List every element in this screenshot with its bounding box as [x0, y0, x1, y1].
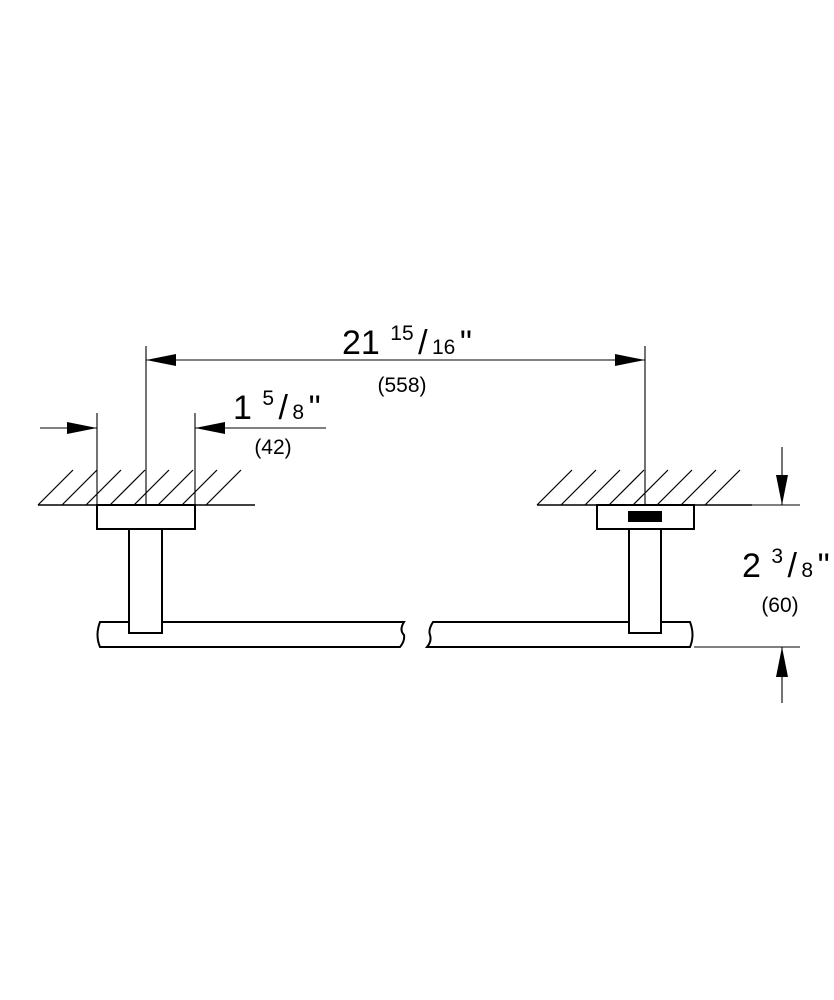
length-numerator: 15 [390, 322, 413, 345]
hatch-stroke [85, 469, 122, 506]
left-wall-plate [96, 504, 196, 530]
right-post-front [628, 528, 662, 634]
projection-whole: 2 [742, 547, 761, 585]
projection-label: 2 3 / 8 " [742, 545, 830, 585]
hatch-stroke [560, 469, 597, 506]
hatch-stroke [61, 469, 98, 506]
hatch-stroke [608, 469, 645, 506]
wall-right-hatching [536, 469, 741, 506]
base-dimension: 1 5 / 8 " (42) [40, 387, 326, 505]
hatch-stroke [704, 469, 741, 506]
base-metric: (42) [254, 436, 291, 459]
hatch-stroke [109, 469, 146, 506]
bar-left-segment [96, 621, 406, 648]
length-denominator: 16 [432, 336, 455, 359]
base-numerator: 5 [262, 387, 274, 410]
projection-dimension: 2 3 / 8 " (60) [694, 447, 830, 703]
base-whole: 1 [233, 389, 252, 427]
length-arrow-right [615, 354, 645, 366]
projection-arrow-bottom [776, 647, 788, 677]
length-dimension: 21 15 / 16 " (558) [145, 322, 646, 505]
base-denominator: 8 [292, 401, 304, 424]
length-whole: 21 [342, 324, 380, 362]
projection-unit: " [818, 547, 830, 585]
hatch-stroke [205, 469, 242, 506]
length-label: 21 15 / 16 " [342, 322, 472, 362]
left-post-front [128, 528, 163, 634]
brand-logo-badge [628, 511, 662, 522]
hatch-stroke [584, 469, 621, 506]
projection-denominator: 8 [801, 559, 813, 582]
hatch-stroke [157, 469, 194, 506]
hatch-stroke [656, 469, 693, 506]
projection-arrow-top [776, 475, 788, 505]
wall-left-hatching [37, 469, 242, 506]
bar-right-segment [424, 621, 694, 648]
base-arrow-left [67, 422, 97, 434]
hatch-stroke [632, 469, 669, 506]
brand-logo: GROHE [632, 515, 658, 522]
projection-metric: (60) [761, 594, 798, 617]
base-arrow-right [195, 422, 225, 434]
length-unit: " [460, 324, 472, 362]
hatch-stroke [37, 469, 74, 506]
projection-numerator: 3 [771, 545, 783, 568]
base-unit: " [309, 389, 321, 427]
base-label: 1 5 / 8 " [233, 387, 321, 427]
hatch-stroke [536, 469, 573, 506]
hatch-stroke [181, 469, 218, 506]
hatch-stroke [680, 469, 717, 506]
length-metric: (558) [377, 374, 426, 397]
length-arrow-left [146, 354, 176, 366]
hatch-stroke [133, 469, 170, 506]
wall-right [536, 469, 752, 506]
